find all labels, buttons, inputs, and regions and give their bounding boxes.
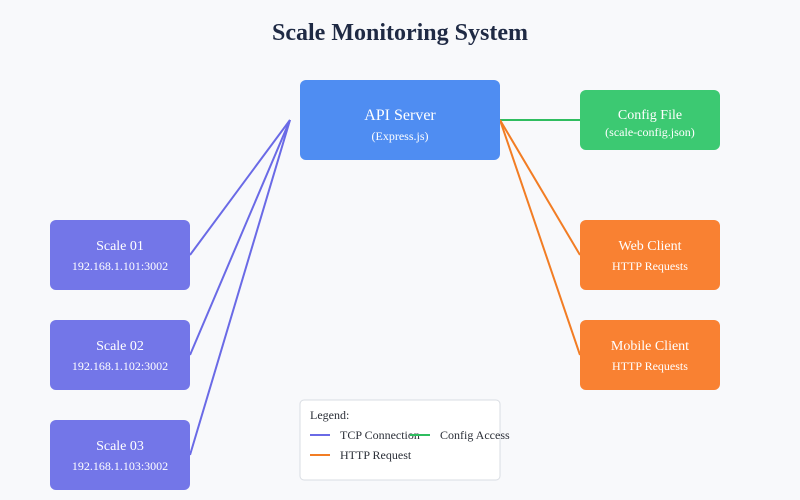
scale-03-node[interactable]: Scale 03 192.168.1.103:3002	[50, 420, 190, 490]
scale-02-label: Scale 02	[96, 339, 144, 354]
scale-03-label: Scale 03	[96, 439, 144, 454]
diagram-title: Scale Monitoring System	[272, 20, 528, 46]
scale-02-box	[50, 320, 190, 390]
scale-02-node[interactable]: Scale 02 192.168.1.102:3002	[50, 320, 190, 390]
web-client-label: Web Client	[618, 239, 681, 254]
web-client-node[interactable]: Web Client HTTP Requests	[580, 220, 720, 290]
config-file-box	[580, 90, 720, 150]
scale-01-address: 192.168.1.101:3002	[72, 259, 168, 273]
scale-01-label: Scale 01	[96, 239, 144, 254]
scale-02-address: 192.168.1.102:3002	[72, 359, 168, 373]
web-client-sub: HTTP Requests	[612, 259, 688, 273]
api-server-node[interactable]: API Server (Express.js)	[300, 80, 500, 160]
tcp-line-scale-03	[189, 119, 291, 456]
scale-03-address: 192.168.1.103:3002	[72, 459, 168, 473]
mobile-client-node[interactable]: Mobile Client HTTP Requests	[580, 320, 720, 390]
tcp-line-scale-01	[189, 119, 291, 256]
api-server-box	[300, 80, 500, 160]
legend-title: Legend:	[310, 408, 349, 422]
http-line-web-client	[499, 119, 581, 256]
legend: Legend: TCP Connection Config Access HTT…	[299, 399, 510, 481]
mobile-client-label: Mobile Client	[611, 339, 689, 354]
legend-config-label: Config Access	[440, 428, 510, 442]
mobile-client-sub: HTTP Requests	[612, 359, 688, 373]
http-line-mobile-client	[499, 119, 581, 356]
scale-01-node[interactable]: Scale 01 192.168.1.101:3002	[50, 220, 190, 290]
api-server-sub: (Express.js)	[372, 129, 429, 143]
legend-tcp-label: TCP Connection	[340, 428, 420, 442]
scale-01-box	[50, 220, 190, 290]
config-file-label: Config File	[618, 108, 682, 123]
legend-http-label: HTTP Request	[340, 448, 412, 462]
web-client-box	[580, 220, 720, 290]
legend-box	[299, 399, 501, 481]
scale-03-box	[50, 420, 190, 490]
config-file-sub: (scale-config.json)	[605, 125, 695, 139]
mobile-client-box	[580, 320, 720, 390]
tcp-line-scale-02	[189, 119, 291, 356]
api-server-label: API Server	[364, 107, 436, 124]
config-file-node[interactable]: Config File (scale-config.json)	[580, 90, 720, 150]
